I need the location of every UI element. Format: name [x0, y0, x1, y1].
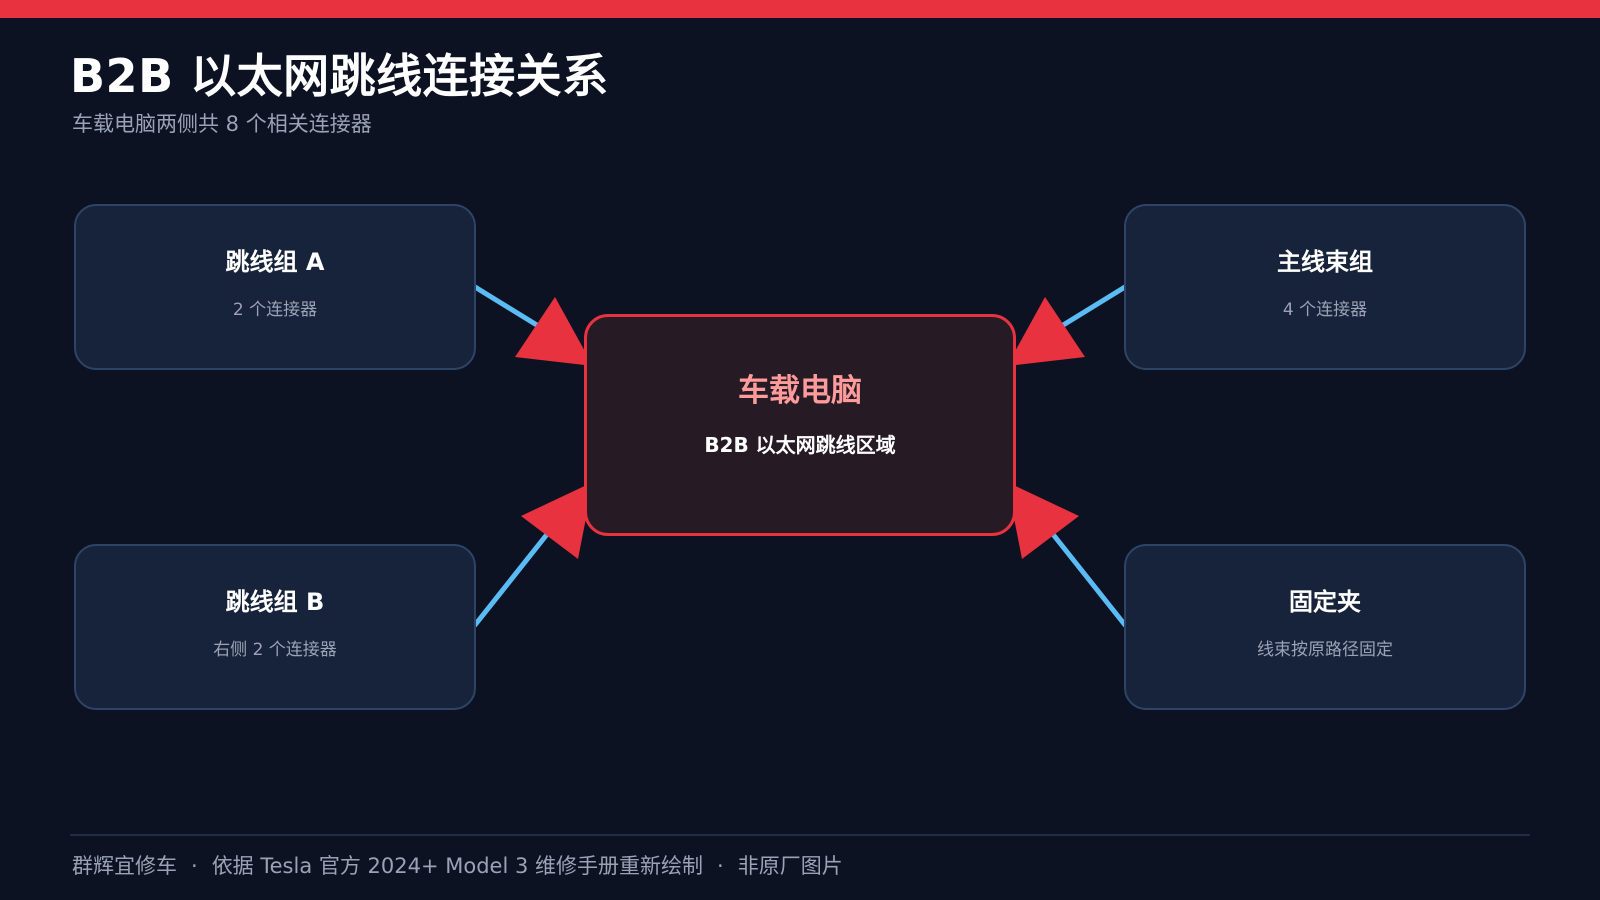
arrowhead-a: [515, 297, 593, 366]
node-desc: 2 个连接器: [232, 300, 318, 320]
page-subtitle: 车载电脑两侧共 8 个相关连接器: [72, 112, 372, 136]
top-accent-bar: [0, 0, 1600, 18]
arrowhead-clip: [1007, 482, 1079, 559]
node-title: 跳线组 B: [225, 588, 325, 616]
page-title: B2B 以太网跳线连接关系: [70, 49, 609, 103]
arrowhead-b: [521, 482, 593, 559]
center-desc: B2B 以太网跳线区域: [704, 433, 896, 457]
footer-author: 群辉宜修车: [72, 854, 177, 878]
center-title: 车载电脑: [738, 373, 862, 409]
node-jumper-group-b: 跳线组 B 右侧 2 个连接器: [74, 544, 476, 710]
arrowhead-main-harness: [1007, 297, 1085, 366]
node-title: 主线束组: [1277, 248, 1373, 276]
footer-source: 依据 Tesla 官方 2024+ Model 3 维修手册重新绘制: [211, 854, 704, 878]
footer-separator: ·: [191, 854, 198, 878]
node-main-harness: 主线束组 4 个连接器: [1124, 204, 1526, 370]
node-clip: 固定夹 线束按原路径固定: [1124, 544, 1526, 710]
node-desc: 4 个连接器: [1282, 300, 1368, 320]
footer-separator: ·: [717, 854, 724, 878]
connector-line-b: [472, 525, 555, 628]
node-title: 固定夹: [1289, 588, 1361, 616]
node-title: 跳线组 A: [225, 248, 325, 276]
connector-line-clip: [1045, 525, 1128, 628]
node-desc: 线束按原路径固定: [1257, 640, 1393, 660]
node-desc: 右侧 2 个连接器: [213, 640, 337, 660]
footer-divider: [70, 834, 1530, 836]
connector-line-main-harness: [1057, 284, 1128, 330]
center-node-car-computer: 车载电脑 B2B 以太网跳线区域: [584, 314, 1016, 536]
node-jumper-group-a: 跳线组 A 2 个连接器: [74, 204, 476, 370]
footer: 群辉宜修车 · 依据 Tesla 官方 2024+ Model 3 维修手册重新绘制…: [72, 850, 843, 880]
footer-note: 非原厂图片: [737, 854, 843, 878]
connector-line-a: [472, 284, 543, 330]
